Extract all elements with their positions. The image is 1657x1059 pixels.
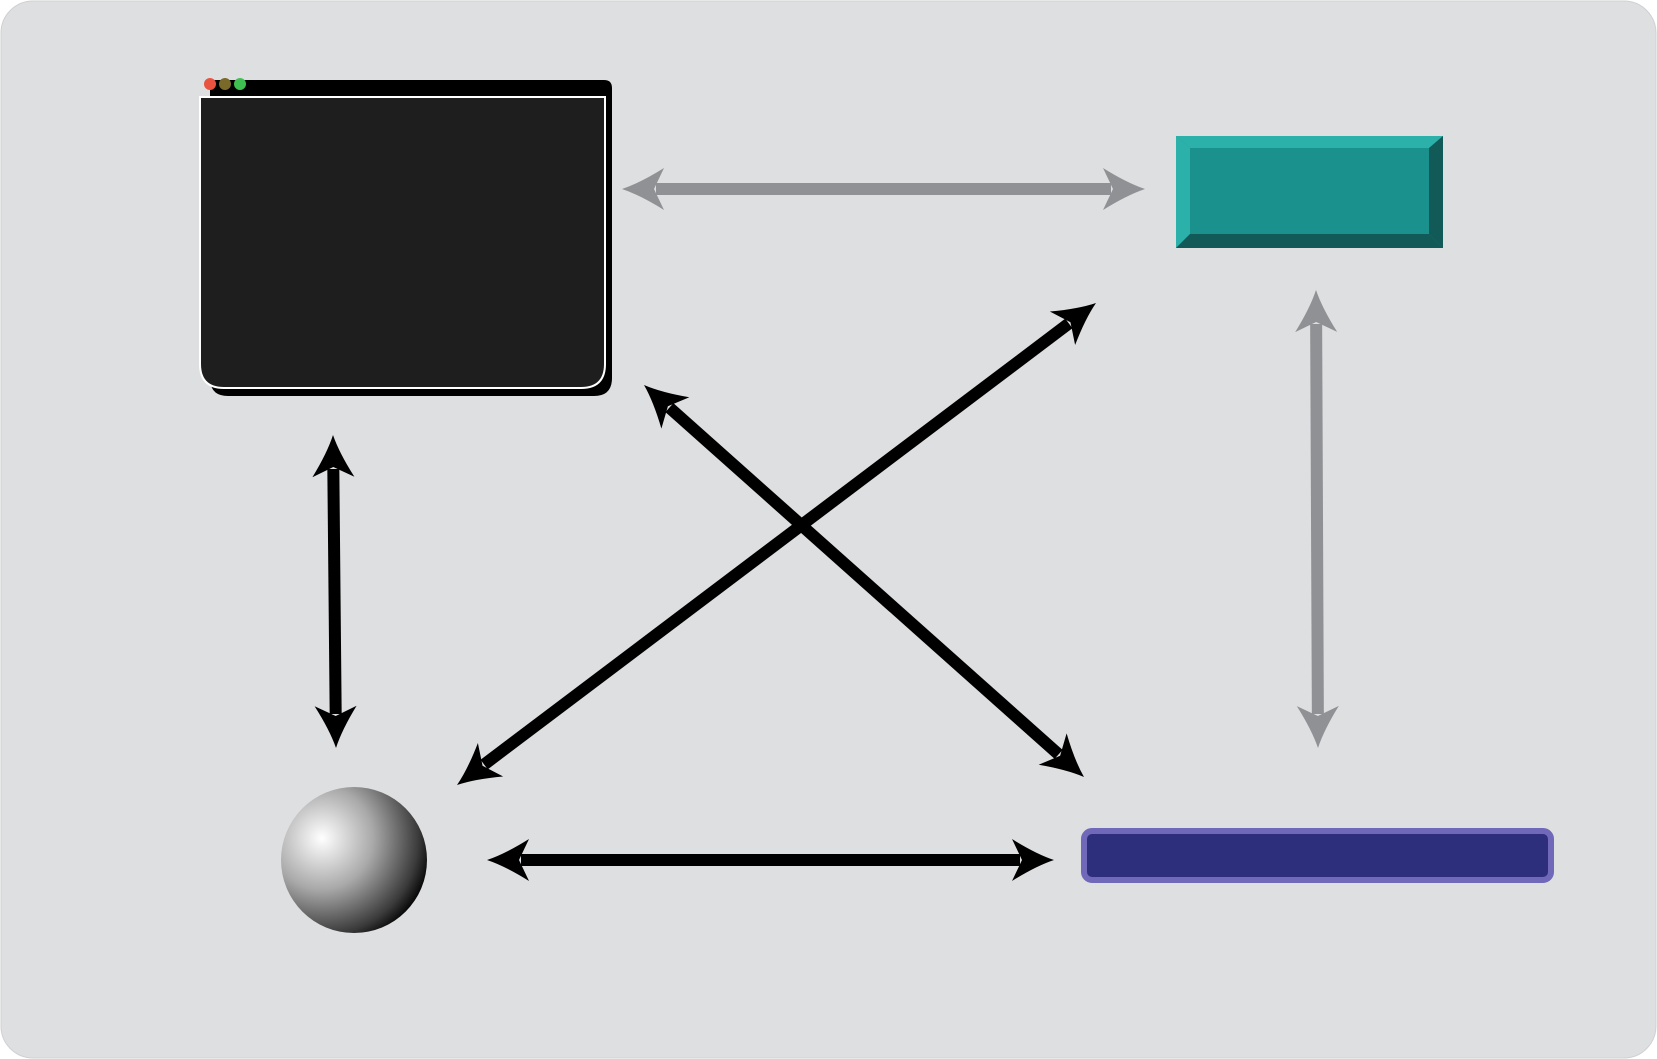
arrow-head-start bbox=[622, 168, 664, 210]
arrow-head-end bbox=[1296, 705, 1339, 748]
arrow-shaft bbox=[327, 468, 342, 715]
node-terminal-window[interactable] bbox=[199, 78, 612, 396]
gray-sphere-icon bbox=[281, 787, 427, 933]
node-teal-module[interactable] bbox=[1176, 136, 1443, 248]
arrow-head-end bbox=[1012, 839, 1054, 881]
arrow-head-end bbox=[1103, 168, 1145, 210]
teal-module-icon bbox=[1190, 148, 1429, 234]
arrow-head-start bbox=[487, 839, 529, 881]
arrow-head-start bbox=[644, 385, 690, 429]
arrow-head-end bbox=[314, 705, 357, 748]
edge-sphere-module bbox=[457, 303, 1096, 785]
arrow-head-start bbox=[1295, 290, 1338, 333]
terminal-window-icon bbox=[199, 96, 606, 389]
arrow-shaft bbox=[1310, 323, 1324, 715]
arrow-head-end bbox=[1038, 733, 1084, 777]
edge-terminal-sphere bbox=[312, 435, 357, 748]
arrow-head-start bbox=[312, 435, 355, 478]
node-gray-sphere[interactable] bbox=[281, 787, 427, 933]
edges-layer bbox=[312, 168, 1339, 881]
arrow-shaft bbox=[480, 318, 1073, 770]
arrow-head-end bbox=[1049, 303, 1096, 346]
edge-module-bar bbox=[1295, 290, 1339, 748]
window-minimize-dot[interactable] bbox=[219, 78, 231, 90]
node-navy-bar[interactable] bbox=[1081, 828, 1554, 883]
window-maximize-dot[interactable] bbox=[234, 78, 246, 90]
edge-terminal-module bbox=[622, 168, 1145, 210]
window-close-dot[interactable] bbox=[204, 78, 216, 90]
edge-sphere-bar bbox=[487, 839, 1054, 881]
edge-terminal-bar bbox=[644, 385, 1084, 777]
arrow-shaft bbox=[665, 403, 1063, 759]
navy-bar-icon bbox=[1081, 828, 1554, 883]
arrow-head-start bbox=[457, 742, 504, 785]
